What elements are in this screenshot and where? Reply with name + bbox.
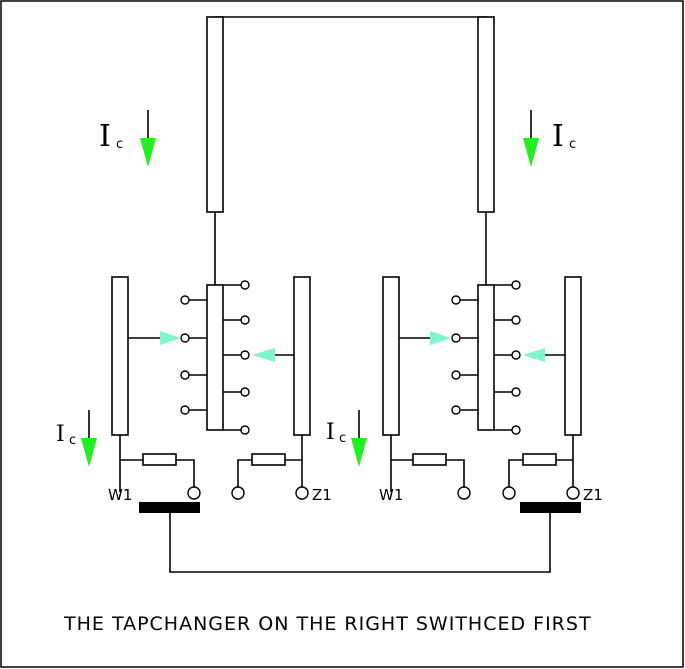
current-arrow-icon [140, 138, 156, 167]
selector-arrow-z-left [252, 348, 275, 362]
current-indicator-bottom-right: I c [326, 410, 367, 467]
label-w1-left: W1 [108, 486, 132, 504]
winding-right-upper [477, 16, 495, 213]
taps-right-right [494, 280, 521, 435]
label-z1-left: Z1 [312, 486, 332, 504]
current-symbol: I [326, 420, 335, 445]
label-w1-right: W1 [379, 486, 403, 504]
diagram-caption: THE TAPCHANGER ON THE RIGHT SWITHCED FIR… [63, 613, 592, 635]
bottom-connection [169, 513, 551, 573]
top-connection [214, 16, 487, 212]
terminal-z1-left [295, 486, 309, 500]
current-indicator-top-right: I c [523, 110, 576, 167]
current-symbol: I [99, 119, 111, 154]
current-indicator-bottom-left: I c [56, 410, 97, 467]
tap-winding-right [477, 284, 495, 431]
contact-z-left [231, 486, 245, 500]
selector-arm-w-right [382, 276, 400, 436]
label-z1-right: Z1 [583, 486, 603, 504]
resistor-w-right [412, 453, 447, 466]
current-symbol: I [56, 422, 65, 447]
current-arrow-icon [523, 138, 539, 167]
contactor-bar-right [520, 502, 581, 513]
selector-arm-w-left [111, 276, 129, 436]
selector-arrow-z-right [523, 348, 545, 362]
tap-winding-left [206, 284, 224, 431]
tapchanger-left: W1 Z1 [108, 212, 332, 513]
contact-z-right [502, 486, 516, 500]
taps-left-left [180, 295, 207, 415]
taps-right-left [223, 280, 250, 435]
terminal-z1-right [566, 486, 580, 500]
current-subscript: c [116, 137, 123, 152]
current-subscript: c [339, 431, 346, 446]
current-arrow-icon [81, 438, 97, 467]
contactor-bar-left [139, 502, 200, 513]
current-subscript: c [69, 433, 76, 448]
selector-arm-z-right [564, 276, 582, 436]
resistor-z-left [251, 453, 286, 466]
taps-left-right [451, 295, 478, 415]
winding-left-upper [206, 16, 224, 213]
resistor-w-left [142, 453, 177, 466]
resistor-z-right [522, 453, 557, 466]
selector-arrow-w-right [430, 331, 451, 345]
selector-arm-z-left [293, 276, 311, 436]
selector-arrow-w-left [160, 331, 181, 345]
current-symbol: I [552, 119, 564, 154]
tapchanger-right: W1 Z1 [379, 212, 603, 513]
current-indicator-top-left: I c [99, 110, 156, 167]
current-subscript: c [569, 137, 576, 152]
contact-w-left [187, 486, 201, 500]
contact-w-right [457, 486, 471, 500]
current-arrow-icon [351, 438, 367, 467]
